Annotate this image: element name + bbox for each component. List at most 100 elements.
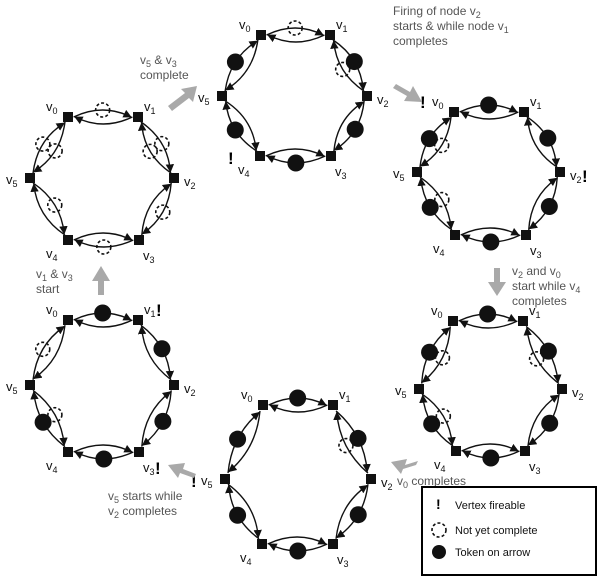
edge-5-4 xyxy=(32,182,68,235)
vertex-node xyxy=(366,474,376,484)
edge-4-3 xyxy=(265,148,325,157)
vertex-node xyxy=(557,384,567,394)
edge-4-3 xyxy=(73,444,133,453)
token-1-2 xyxy=(345,53,363,71)
edge-1-0 xyxy=(74,319,133,328)
edge-2-1 xyxy=(333,411,369,474)
incomplete-0-5 xyxy=(434,349,451,366)
transition-arrow-4 xyxy=(391,459,418,474)
vertex-node xyxy=(134,447,144,457)
edge-3-2 xyxy=(141,391,172,447)
vertex-label: v4 xyxy=(433,241,445,258)
exclamation-icon: ! xyxy=(436,496,441,512)
vertex-label: v2 xyxy=(381,475,393,492)
token-5-0 xyxy=(421,343,439,361)
token-3-4 xyxy=(95,450,113,468)
vertex-node xyxy=(555,167,565,177)
vertex-label: v0 xyxy=(46,302,58,319)
vertex-node xyxy=(255,151,265,161)
edge-0-1 xyxy=(266,27,324,36)
token-4-5 xyxy=(423,415,441,433)
incomplete-0-1 xyxy=(94,102,111,118)
edge-0-5 xyxy=(419,116,452,167)
incomplete-0-5 xyxy=(47,143,63,159)
vertex-label: v1 xyxy=(144,302,156,319)
fireable-mark: ! xyxy=(582,167,588,186)
token-1-2 xyxy=(153,340,171,358)
vertex-node xyxy=(256,30,266,40)
edge-3-2 xyxy=(528,177,558,231)
fireable-mark: ! xyxy=(420,93,426,112)
vertex-label: v4 xyxy=(240,550,252,567)
edge-3-2 xyxy=(335,484,368,539)
vertex-node xyxy=(220,474,230,484)
vertex-node xyxy=(448,316,458,326)
transition-arrow-1 xyxy=(168,86,197,111)
vertex-label: v0 xyxy=(46,99,58,116)
legend-label-token: Token on arrow xyxy=(455,547,530,559)
vertex-node xyxy=(414,384,424,394)
incomplete-2-1 xyxy=(338,437,354,454)
token-2-3 xyxy=(541,414,559,432)
vertex-label: v5 xyxy=(198,90,210,107)
edge-5-4 xyxy=(421,393,456,446)
transition-arrows xyxy=(92,84,506,478)
edge-5-4 xyxy=(224,100,260,151)
edge-3-4 xyxy=(74,239,134,248)
token-4-5 xyxy=(226,121,244,139)
vertex-node xyxy=(521,230,531,240)
token-0-1 xyxy=(479,305,497,323)
incomplete-0-5 xyxy=(433,137,450,154)
legend: ! Vertex fireable Not yet complete Token… xyxy=(421,486,597,576)
vertex-label: v5 xyxy=(201,473,213,490)
dashed-circle-icon xyxy=(431,522,447,538)
transition-arrow-5 xyxy=(168,463,196,478)
vertex-node xyxy=(328,539,338,549)
vertex-node xyxy=(325,30,335,40)
token-3-4 xyxy=(482,233,500,251)
vertex-label: v1 xyxy=(144,99,156,116)
fireable-mark: ! xyxy=(155,459,161,478)
vertex-node xyxy=(258,400,268,410)
vertex-node xyxy=(451,446,461,456)
vertex-label: v3 xyxy=(529,459,541,476)
token-4-5 xyxy=(229,506,247,524)
incomplete-5-4 xyxy=(434,191,450,208)
vertex-node xyxy=(328,400,338,410)
vertex-node xyxy=(449,107,459,117)
vertex-node xyxy=(217,91,227,101)
vertex-node xyxy=(257,539,267,549)
token-4-5 xyxy=(421,198,439,216)
token-1-2 xyxy=(349,429,367,447)
vertex-label: v4 xyxy=(238,162,250,179)
edge-2-1 xyxy=(523,117,558,168)
vertex-label: v5 xyxy=(6,379,18,396)
vertex-node xyxy=(520,446,530,456)
edge-2-3 xyxy=(141,182,172,235)
fireable-mark: ! xyxy=(156,301,162,320)
vertex-label: v1 xyxy=(339,387,351,404)
edge-3-2 xyxy=(527,394,560,447)
edge-2-1 xyxy=(137,325,172,381)
token-3-4 xyxy=(287,154,305,172)
incomplete-1-2 xyxy=(154,135,170,152)
vertex-label: v1 xyxy=(336,17,348,34)
vertex-label: v2 xyxy=(377,92,389,109)
vertex-node xyxy=(63,112,73,122)
vertex-node xyxy=(134,235,144,245)
vertex-node xyxy=(518,316,528,326)
incomplete-3-4 xyxy=(96,239,112,255)
transition-arrow-3 xyxy=(488,268,506,296)
token-3-4 xyxy=(482,449,500,467)
edge-0-5 xyxy=(33,121,66,173)
incomplete-5-4 xyxy=(46,197,63,213)
incomplete-2-1 xyxy=(334,61,351,78)
edge-1-0 xyxy=(460,111,519,120)
